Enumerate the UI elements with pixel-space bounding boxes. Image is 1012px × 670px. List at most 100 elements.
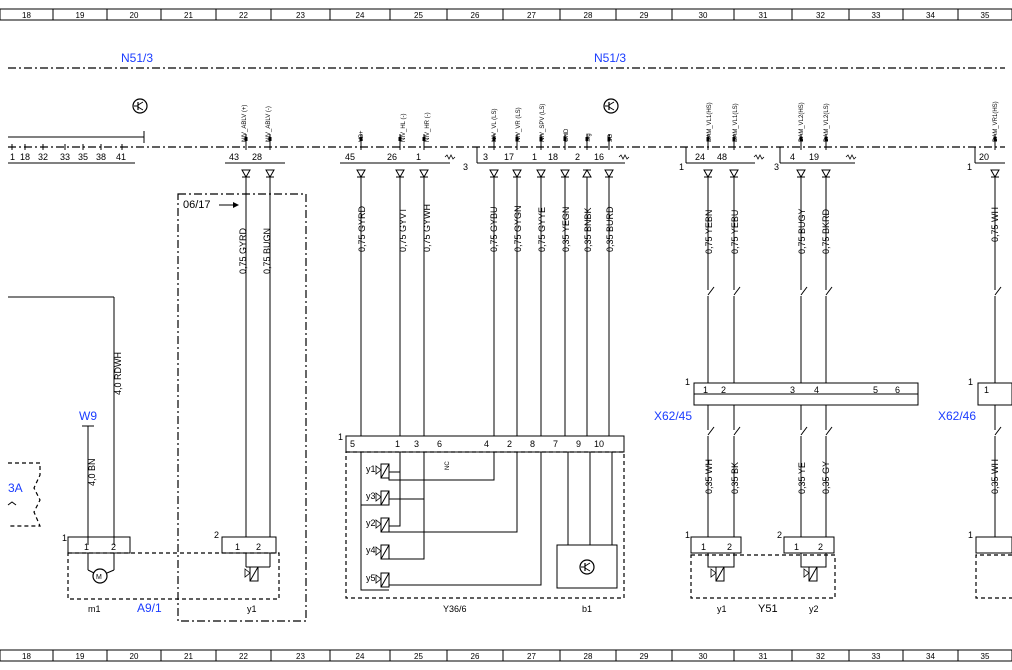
y51-frame xyxy=(690,554,836,599)
svg-text:0,75 BUGN: 0,75 BUGN xyxy=(262,228,272,274)
svg-text:1: 1 xyxy=(416,152,421,162)
svg-text:5: 5 xyxy=(350,439,355,449)
svg-text:1: 1 xyxy=(968,377,973,387)
pin-marker xyxy=(585,137,589,141)
ruler-cell-top: 22 xyxy=(239,11,248,20)
pin-marker xyxy=(359,137,363,141)
svg-text:1: 1 xyxy=(685,530,690,540)
svg-text:1: 1 xyxy=(338,432,343,442)
ruler-cell-bottom: 34 xyxy=(926,652,935,661)
pin-marker xyxy=(732,137,736,141)
ruler-cell-top: 21 xyxy=(184,11,193,20)
pin-marker xyxy=(539,137,543,141)
connector-arrow-down-icon xyxy=(265,169,275,178)
pin-marker xyxy=(799,137,803,141)
svg-text:48: 48 xyxy=(717,152,727,162)
svg-text:0,35 BK: 0,35 BK xyxy=(730,462,740,494)
svg-text:Sig: Sig xyxy=(586,133,592,142)
connector-arrow-down-icon xyxy=(821,169,831,178)
svg-text:24: 24 xyxy=(695,152,705,162)
pin-marker xyxy=(268,137,272,141)
svg-text:19: 19 xyxy=(809,152,819,162)
svg-text:0,75 GYGN: 0,75 GYGN xyxy=(513,205,523,252)
svg-text:32: 32 xyxy=(38,152,48,162)
ref-06-17: 06/17 xyxy=(183,199,211,211)
svg-text:DAM_VL1(HS): DAM_VL1(HS) xyxy=(707,102,713,142)
svg-text:4: 4 xyxy=(790,152,795,162)
svg-text:NIV_ABLV (-): NIV_ABLV (-) xyxy=(266,106,272,142)
svg-text:33: 33 xyxy=(60,152,70,162)
top-ruler xyxy=(0,8,1012,21)
svg-text:2: 2 xyxy=(727,542,732,552)
a9-1-frame xyxy=(67,552,280,600)
svg-text:0,35 YEGN: 0,35 YEGN xyxy=(561,207,571,252)
ruler-cell-top: 23 xyxy=(296,11,305,20)
svg-text:45: 45 xyxy=(345,152,355,162)
svg-text:5G: 5G xyxy=(608,134,614,142)
sensor-icon xyxy=(579,559,595,575)
svg-text:0,75 GYRD: 0,75 GYRD xyxy=(357,205,367,252)
ruler-cell-bottom: 28 xyxy=(584,652,593,661)
motor-icon xyxy=(92,568,108,584)
y1-label: y1 xyxy=(247,604,257,614)
transistor-icon xyxy=(603,98,619,114)
ruler-cell-bottom: 18 xyxy=(22,652,31,661)
svg-text:1: 1 xyxy=(235,542,240,552)
wire-break-mark xyxy=(800,426,808,436)
svg-text:DAM_VL2(HS): DAM_VL2(HS) xyxy=(799,102,805,142)
svg-text:9: 9 xyxy=(576,439,581,449)
m1-label: m1 xyxy=(88,604,101,614)
svg-text:y1: y1 xyxy=(366,464,376,474)
svg-text:43: 43 xyxy=(229,152,239,162)
x62-45-label: X62/45 xyxy=(654,409,692,423)
b1-label: b1 xyxy=(582,604,592,614)
lower-wire-labels: 0,35 WH 0,35 BK 0,35 YE 0,35 GY 0,35 WH xyxy=(704,459,1000,494)
wire-break-mark xyxy=(825,286,833,296)
pin-marker xyxy=(244,137,248,141)
svg-text:DAM_VL1(LS): DAM_VL1(LS) xyxy=(733,103,739,142)
svg-text:1: 1 xyxy=(679,162,684,172)
coil-lead xyxy=(724,553,735,568)
ruler-cell-bottom: 29 xyxy=(640,652,649,661)
ruler-cell-top: 25 xyxy=(414,11,423,20)
ruler-cell-bottom: 22 xyxy=(239,652,248,661)
connector-arrow-up-icon xyxy=(582,169,592,178)
coil-lead xyxy=(707,553,716,568)
svg-text:GND: GND xyxy=(564,128,570,142)
svg-text:1: 1 xyxy=(395,439,400,449)
svg-text:NIV_ABLV (+): NIV_ABLV (+) xyxy=(242,105,248,142)
svg-text:NIV_HR (-): NIV_HR (-) xyxy=(425,112,431,142)
svg-text:NIV_SPV (LS): NIV_SPV (LS) xyxy=(540,104,546,142)
ruler-cell-top: 20 xyxy=(130,11,139,20)
wire-labels: 0,75 GYRD 0,75 BUGN 0,75 GYRD 0,75 GYVT … xyxy=(238,204,1000,274)
y36-6-label: Y36/6 xyxy=(443,604,467,614)
ruler-cell-top: 27 xyxy=(527,11,536,20)
ruler-cell-top: 24 xyxy=(356,11,365,20)
ruler-cell-top: 28 xyxy=(584,11,593,20)
ruler-cell-top: 31 xyxy=(759,11,768,20)
coil-lead xyxy=(800,553,809,568)
w9-label: W9 xyxy=(79,409,97,423)
ruler-cell-bottom: 19 xyxy=(76,652,85,661)
connector-arrow-down-icon xyxy=(604,169,614,178)
svg-text:0,35 WH: 0,35 WH xyxy=(704,459,714,494)
ruler-cell-bottom: 33 xyxy=(872,652,881,661)
svg-text:3: 3 xyxy=(790,385,795,395)
bottom-ruler xyxy=(0,649,1012,662)
connector-arrow-down-icon xyxy=(796,169,806,178)
valve-coil-icon xyxy=(244,566,259,582)
ruler-cell-top: 19 xyxy=(76,11,85,20)
pin-marker xyxy=(563,137,567,141)
svg-text:0,75 GYRD: 0,75 GYRD xyxy=(238,227,248,274)
signal-labels: NIV_ABLV (+) NIV_ABLV (-) VB+ NIV_HL (-)… xyxy=(242,101,999,142)
ruler-cell-top: 34 xyxy=(926,11,935,20)
svg-text:16: 16 xyxy=(594,152,604,162)
connector-arrow-down-icon xyxy=(241,169,251,178)
svg-text:2: 2 xyxy=(575,152,580,162)
svg-text:0,35 BNBK: 0,35 BNBK xyxy=(583,207,593,252)
svg-text:y4: y4 xyxy=(366,545,376,555)
ruler-cell-bottom: 30 xyxy=(699,652,708,661)
svg-text:35: 35 xyxy=(78,152,88,162)
svg-text:2: 2 xyxy=(111,542,116,552)
svg-text:y3: y3 xyxy=(366,491,376,501)
